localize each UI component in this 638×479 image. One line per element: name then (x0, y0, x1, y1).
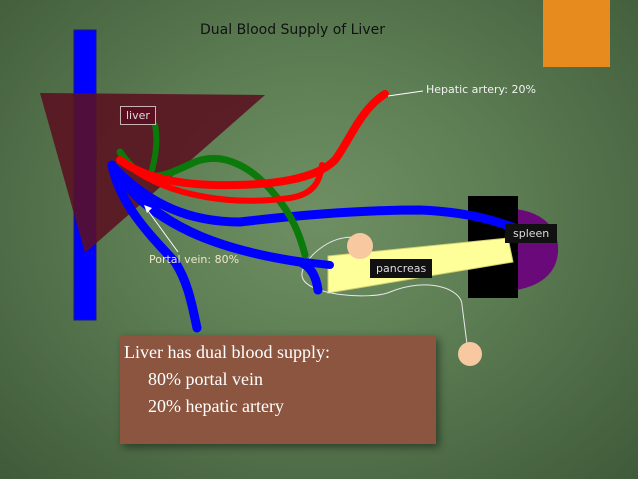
summary-line-3: 20% hepatic artery (148, 396, 284, 416)
gastric-artery-branch (149, 122, 160, 173)
portal-pointer-line (145, 207, 179, 253)
hepatic-artery-path (116, 90, 389, 190)
liver-label: liver (120, 106, 156, 125)
portal-vein-label: Portal vein: 80% (149, 253, 240, 266)
portal-pointer-arrowhead (144, 205, 152, 213)
spleen-label: spleen (505, 224, 558, 243)
artery-pointer-line (387, 90, 424, 97)
accent-block (543, 0, 610, 67)
portal-vein-mid-branch (111, 166, 334, 269)
splenic-vein (109, 163, 525, 235)
hepatic-artery-label: Hepatic artery: 20% (426, 83, 536, 96)
summary-box: Liver has dual blood supply: 80% portal … (120, 336, 436, 444)
summary-line-1: Liver has dual blood supply: (124, 342, 330, 362)
connector-line (301, 236, 469, 353)
superior-mesenteric-vein (107, 160, 202, 333)
hepatic-artery-branch (122, 160, 325, 204)
summary-line-2: 80% portal vein (148, 369, 263, 389)
nodule-lower (458, 342, 482, 366)
slide-title: Dual Blood Supply of Liver (200, 22, 385, 38)
pancreas-label: pancreas (370, 259, 433, 278)
nodule-upper (347, 233, 373, 259)
